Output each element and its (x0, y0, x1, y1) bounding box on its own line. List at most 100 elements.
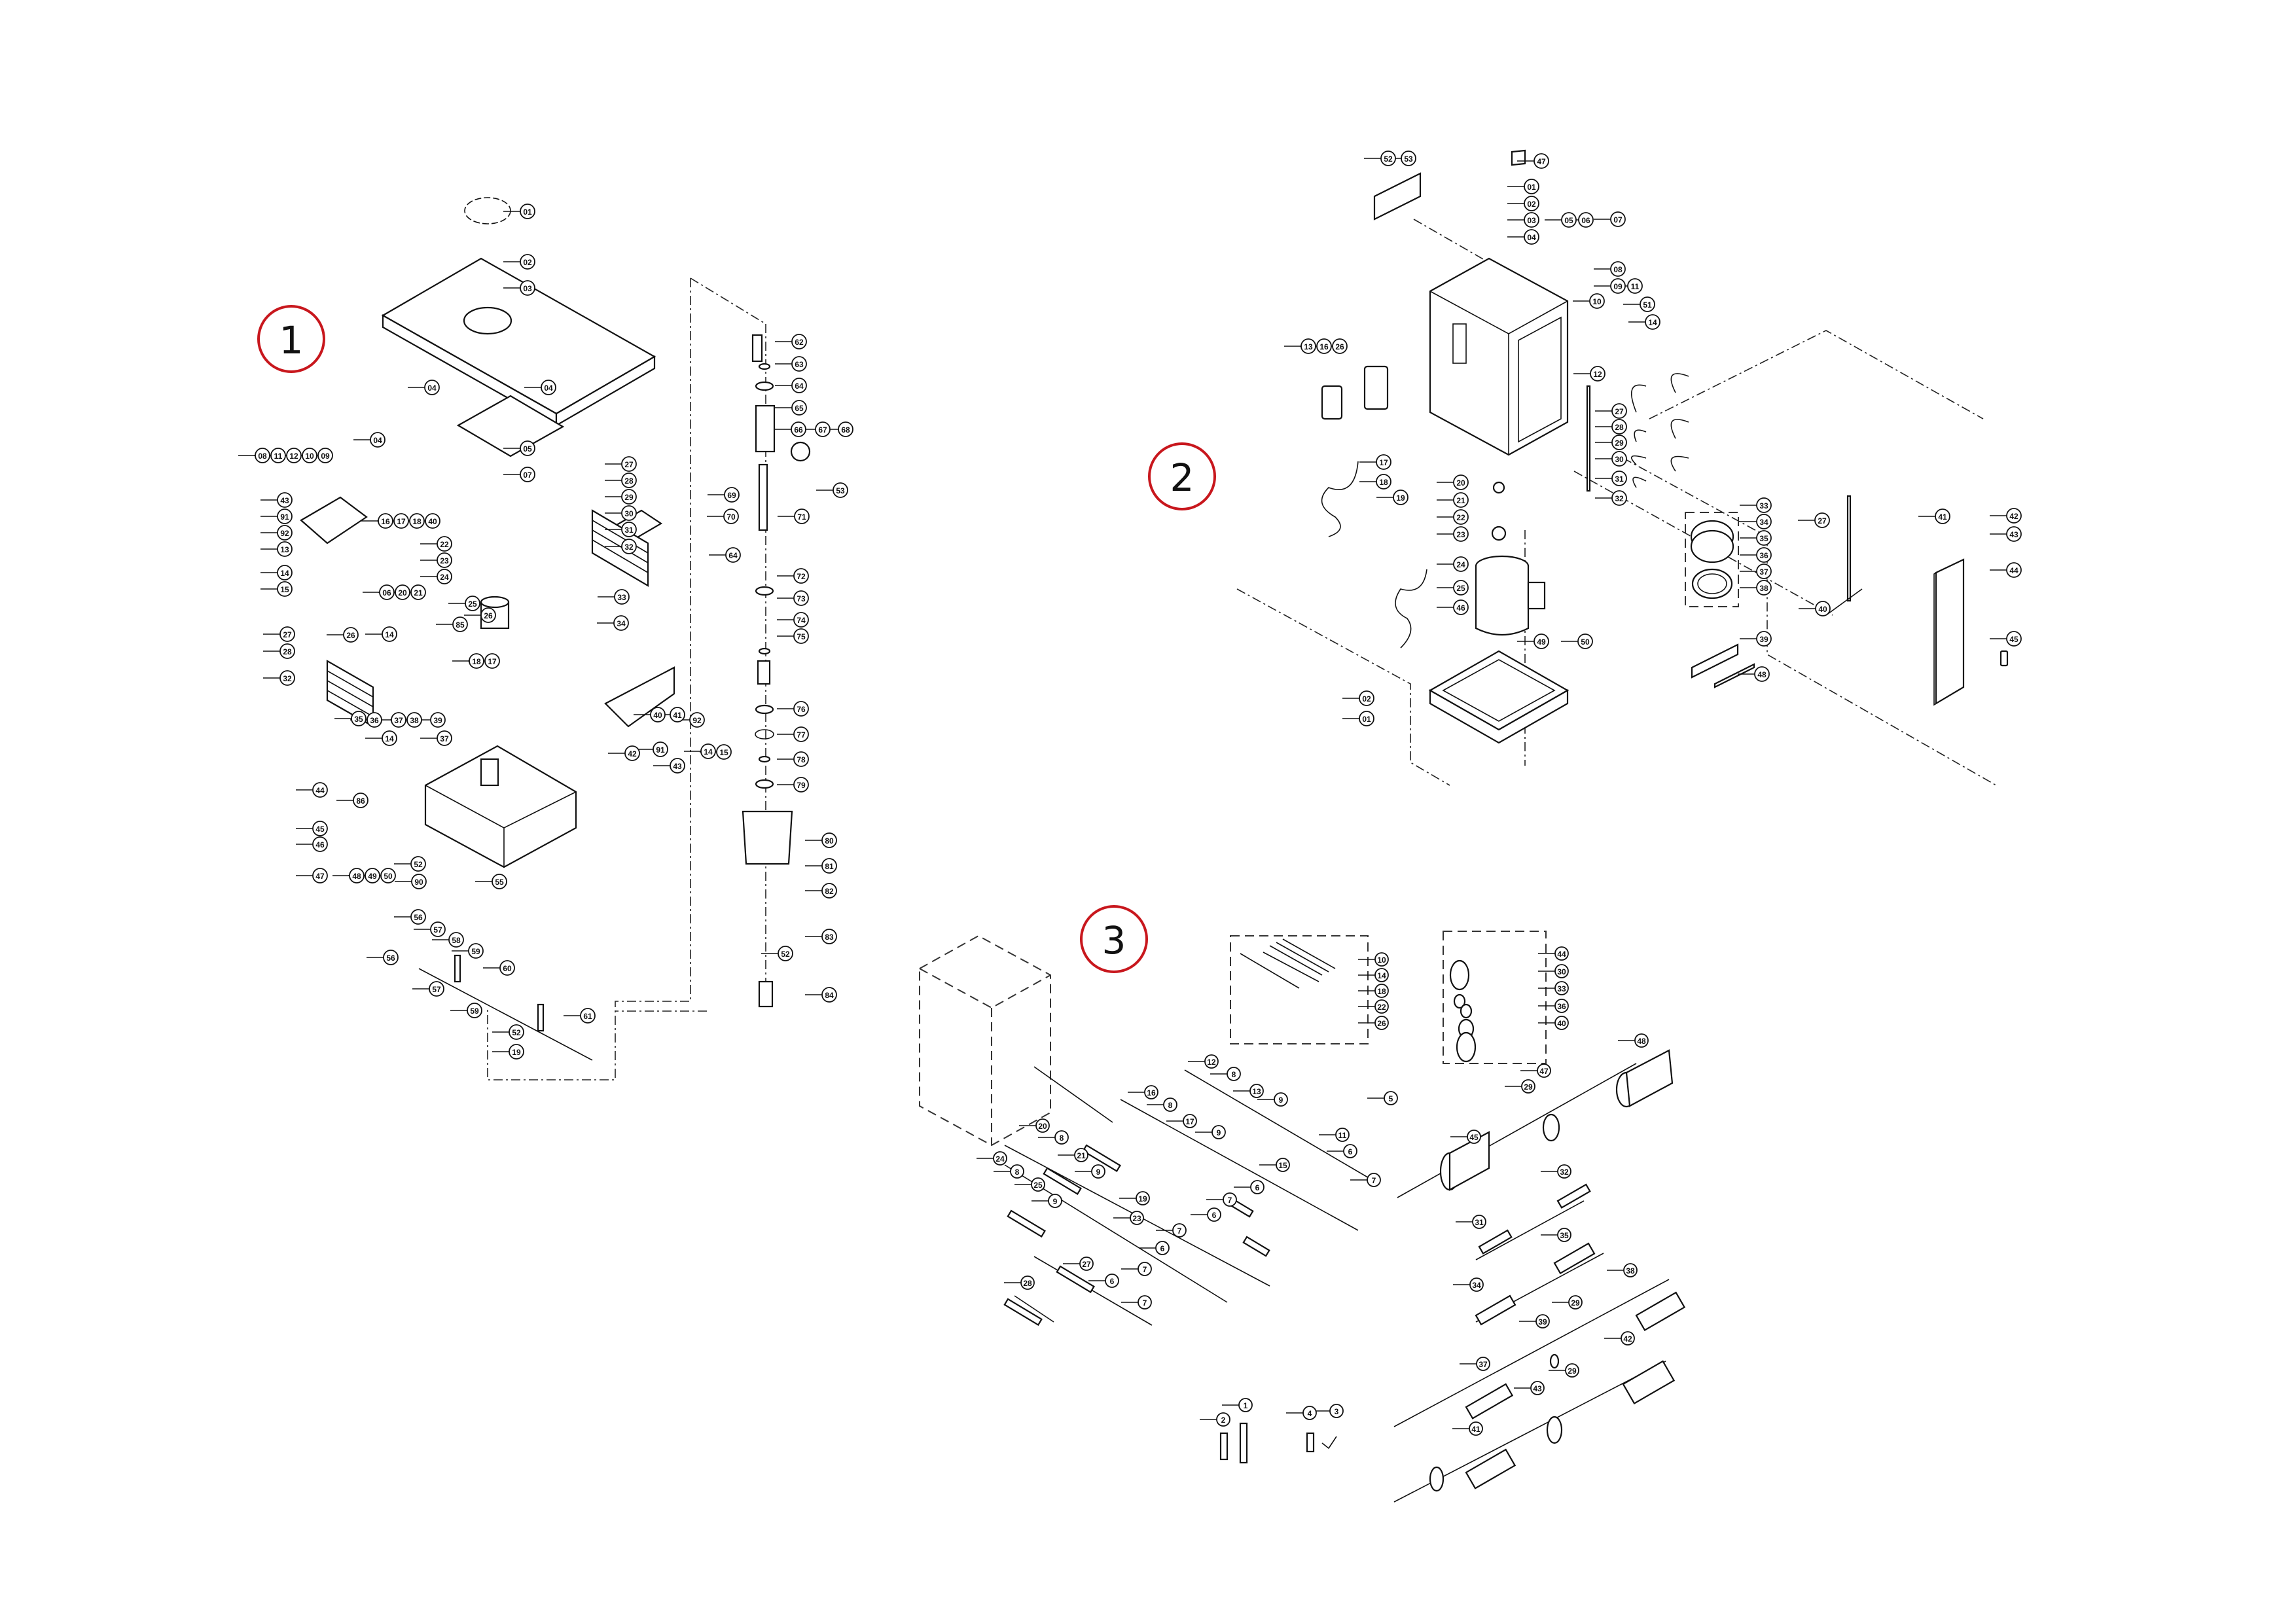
callout-bubble (1754, 666, 1770, 682)
part-callout: 28 (279, 643, 295, 659)
part-callout: 65 (791, 400, 807, 416)
callout-number: 43 (2009, 530, 2018, 539)
callout-bubble (815, 421, 831, 437)
callout-number: 39 (433, 716, 442, 725)
callout-number: 33 (617, 593, 626, 602)
part-callout: 9 (1048, 1194, 1062, 1208)
callout-number: 40 (428, 517, 437, 526)
part-callout: 35 (351, 711, 367, 726)
part-callout: 31 (1472, 1215, 1486, 1229)
accessories (1219, 1422, 1337, 1464)
callout-number: 92 (280, 529, 289, 538)
callout-number: 73 (797, 594, 806, 603)
callout-bubble (794, 508, 810, 524)
part-callout: 7 (1367, 1173, 1381, 1187)
callout-bubble (365, 868, 380, 883)
callout-bubble (1332, 338, 1348, 354)
callout-number: 29 (1571, 1298, 1580, 1308)
callout-number: 6 (1110, 1277, 1115, 1286)
callout-number: 52 (781, 950, 790, 959)
part-callout: 26 (1332, 338, 1348, 354)
part-callout: 14 (382, 626, 397, 642)
part-callout: 05 (520, 440, 535, 456)
part-callout: 36 (1756, 547, 1772, 563)
table-top (381, 197, 656, 427)
part-callout: 57 (430, 921, 446, 937)
callout-bubble (411, 874, 427, 889)
part-callout: 25 (465, 596, 480, 611)
callout-number: 33 (1557, 984, 1566, 993)
callout-bubble (349, 868, 365, 883)
callout-number: 43 (1533, 1384, 1542, 1393)
callout-number: 37 (440, 734, 449, 743)
part-callout: 8 (1227, 1067, 1241, 1081)
callout-bubble (1453, 492, 1469, 508)
callout-number: 8 (1232, 1070, 1236, 1079)
part-callout: 57 (429, 981, 444, 997)
callout-bubble (1611, 490, 1627, 506)
reference-line (1033, 1066, 1113, 1123)
callout-bubble (1537, 1063, 1551, 1078)
callout-bubble (1010, 1164, 1024, 1179)
callout-number: 91 (656, 745, 665, 755)
callout-bubble (1367, 1173, 1381, 1187)
part-callout: 85 (452, 616, 468, 632)
part-callout: 37 (1476, 1357, 1490, 1371)
callout-bubble (409, 513, 425, 529)
callout-number: 21 (1077, 1151, 1086, 1160)
callout-bubble (383, 950, 399, 965)
callout-number: 20 (1038, 1122, 1047, 1131)
part-callout: 44 (2006, 562, 2022, 578)
part-callout: 56 (383, 950, 399, 965)
callout-number: 34 (1472, 1281, 1481, 1290)
callout-bubble (1207, 1207, 1221, 1222)
callout-number: 41 (1938, 512, 1947, 522)
callout-number: 44 (315, 786, 325, 795)
callout-bubble (312, 868, 328, 883)
callout-bubble (1453, 474, 1469, 490)
callout-bubble (279, 670, 295, 686)
callout-bubble (465, 596, 480, 611)
part-callout: 69 (724, 487, 740, 503)
part-callout: 28 (1611, 419, 1627, 435)
callout-bubble (1756, 530, 1772, 546)
callout-number: 31 (1475, 1218, 1484, 1227)
callout-bubble (793, 701, 809, 717)
callout-number: 85 (456, 620, 465, 630)
part-callout: 09 (317, 448, 333, 463)
part-callout: 40 (1554, 1016, 1569, 1030)
part-callout: 01 (1359, 711, 1374, 726)
callout-bubble (1105, 1274, 1119, 1288)
callout-bubble (378, 513, 393, 529)
callout-number: 05 (523, 444, 532, 454)
part-callout: 30 (621, 505, 637, 521)
callout-bubble (1163, 1097, 1177, 1112)
callout-bubble (1469, 1277, 1484, 1292)
part-callout: 43 (670, 758, 685, 774)
part-callout: 71 (794, 508, 810, 524)
part-callout: 68 (838, 421, 853, 437)
callout-number: 26 (346, 631, 355, 640)
callout-number: 27 (624, 460, 634, 469)
part-callout: 04 (370, 432, 386, 448)
part-callout: 55 (492, 874, 507, 889)
part-callout: 25 (1031, 1177, 1045, 1192)
callout-bubble (1524, 212, 1539, 228)
callout-number: 27 (1615, 407, 1624, 416)
part-callout: 18 (409, 513, 425, 529)
callout-bubble (1155, 1241, 1170, 1255)
callout-number: 50 (1581, 637, 1590, 647)
part-callout: 73 (793, 590, 809, 606)
callout-bubble (1204, 1054, 1219, 1069)
callout-bubble (277, 525, 293, 541)
callout-number: 19 (1396, 493, 1405, 503)
callout-number: 27 (1082, 1260, 1091, 1269)
part-callout: 22 (437, 536, 452, 552)
part-callout: 19 (509, 1044, 524, 1060)
part-callout: 51 (1640, 296, 1655, 312)
part-callout: 49 (1534, 633, 1549, 649)
callout-bubble (1611, 419, 1627, 435)
callout-bubble (670, 707, 685, 722)
callout-number: 20 (398, 588, 407, 597)
